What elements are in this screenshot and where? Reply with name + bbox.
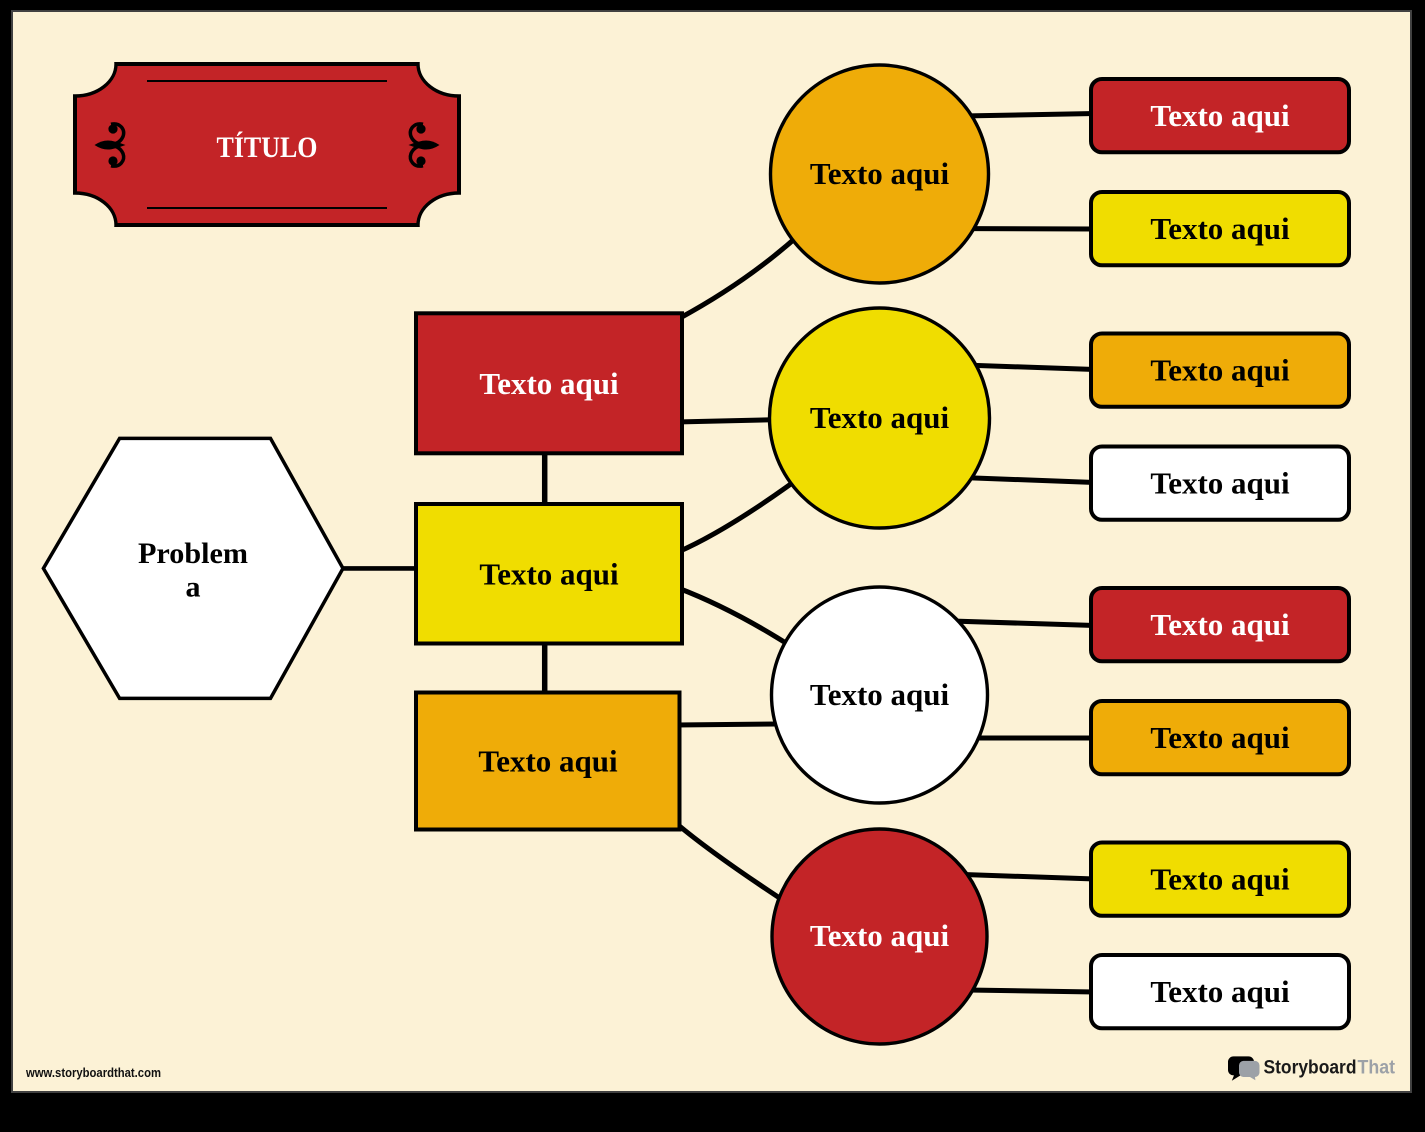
svg-text:Texto aqui: Texto aqui bbox=[810, 677, 950, 712]
svg-text:Texto aqui: Texto aqui bbox=[479, 366, 619, 401]
svg-text:Texto aqui: Texto aqui bbox=[810, 156, 950, 191]
svg-text:Texto aqui: Texto aqui bbox=[1150, 974, 1290, 1009]
svg-text:Texto aqui: Texto aqui bbox=[478, 744, 618, 779]
svg-text:Texto aqui: Texto aqui bbox=[1150, 98, 1290, 133]
svg-text:Texto aqui: Texto aqui bbox=[1150, 607, 1290, 642]
svg-text:Texto aqui: Texto aqui bbox=[810, 918, 950, 953]
svg-text:a: a bbox=[186, 571, 201, 604]
svg-text:Texto aqui: Texto aqui bbox=[1150, 211, 1290, 246]
svg-text:TÍTULO: TÍTULO bbox=[217, 131, 318, 164]
svg-text:Storyboard: Storyboard bbox=[1264, 1058, 1357, 1079]
svg-text:That: That bbox=[1358, 1058, 1396, 1079]
svg-text:Texto aqui: Texto aqui bbox=[1150, 466, 1290, 501]
svg-text:Problem: Problem bbox=[138, 537, 248, 570]
svg-text:Texto aqui: Texto aqui bbox=[479, 557, 619, 592]
svg-text:Texto aqui: Texto aqui bbox=[1150, 862, 1290, 897]
svg-text:www.storyboardthat.com: www.storyboardthat.com bbox=[25, 1066, 161, 1080]
svg-text:Texto aqui: Texto aqui bbox=[1150, 720, 1290, 755]
svg-text:Texto aqui: Texto aqui bbox=[810, 400, 950, 435]
svg-text:Texto aqui: Texto aqui bbox=[1150, 353, 1290, 388]
